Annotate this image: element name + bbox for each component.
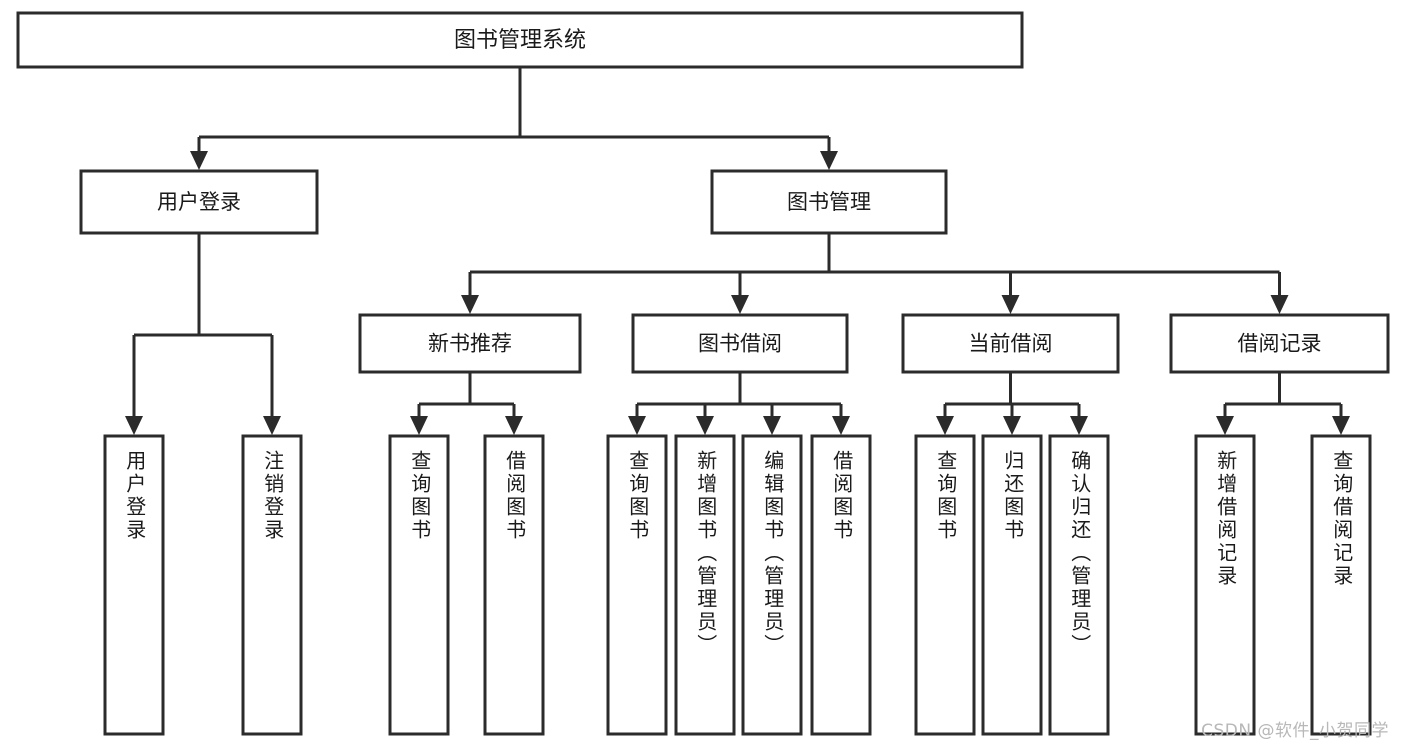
arrow-head-icon [696, 416, 714, 435]
node-确认归还管理员[interactable] [1048, 434, 1110, 736]
node-box [388, 434, 450, 736]
connector-layer [125, 67, 1350, 435]
node-label: 新书推荐 [428, 332, 512, 356]
node-label: 借阅记录 [1238, 332, 1322, 356]
node-归还图书[interactable] [981, 434, 1043, 736]
node-查询图书[interactable] [388, 434, 450, 736]
arrow-head-icon [1001, 295, 1020, 314]
arrow-head-icon [263, 416, 281, 435]
node-box [483, 434, 545, 736]
node-当前借阅[interactable]: 当前借阅 [901, 313, 1120, 374]
node-box [914, 434, 976, 736]
node-新增图书管理员[interactable] [674, 434, 736, 736]
node-图书管理系统[interactable]: 图书管理系统 [16, 11, 1024, 69]
node-借阅图书[interactable] [483, 434, 545, 736]
node-box [901, 313, 1120, 374]
node-box [674, 434, 736, 736]
node-新书推荐[interactable]: 新书推荐 [358, 313, 582, 374]
node-box [631, 313, 849, 374]
arrow-head-icon [1332, 416, 1350, 435]
node-新增借阅记录[interactable] [1194, 434, 1256, 736]
node-借阅图书[interactable] [810, 434, 872, 736]
node-借阅记录[interactable]: 借阅记录 [1169, 313, 1390, 374]
node-编辑图书管理员[interactable] [741, 434, 803, 736]
node-注销登录[interactable] [241, 434, 303, 736]
node-label: 图书借阅 [698, 332, 782, 356]
arrow-head-icon [763, 416, 781, 435]
node-box [606, 434, 668, 736]
node-查询图书[interactable] [606, 434, 668, 736]
node-box [16, 11, 1024, 69]
node-box [241, 434, 303, 736]
node-box [103, 434, 165, 736]
arrow-head-icon [936, 416, 954, 435]
node-用户登录[interactable]: 用户登录 [79, 169, 319, 235]
arrow-head-icon [1270, 295, 1289, 314]
node-box [710, 169, 948, 235]
node-label: 图书管理系统 [454, 28, 586, 53]
arrow-head-icon [190, 151, 208, 170]
node-box [741, 434, 803, 736]
node-查询图书[interactable] [914, 434, 976, 736]
arrow-head-icon [461, 295, 479, 314]
node-box [1194, 434, 1256, 736]
arrow-head-icon [820, 151, 838, 170]
arrow-head-icon [628, 416, 646, 435]
node-box [1169, 313, 1390, 374]
arrow-head-icon [410, 416, 428, 435]
arrow-head-icon [1216, 416, 1234, 435]
node-label: 用户登录 [157, 190, 241, 214]
node-box [1310, 434, 1372, 736]
node-box [981, 434, 1043, 736]
arrow-head-icon [125, 416, 143, 435]
node-图书管理[interactable]: 图书管理 [710, 169, 948, 235]
csdn-watermark: CSDN @软件_小贺同学 [1201, 721, 1389, 741]
node-查询借阅记录[interactable] [1310, 434, 1372, 736]
arrow-head-icon [731, 295, 749, 314]
node-box [358, 313, 582, 374]
node-label: 当前借阅 [969, 332, 1053, 356]
node-box [1048, 434, 1110, 736]
arrow-head-icon [505, 416, 523, 435]
node-label: 图书管理 [787, 190, 871, 214]
node-图书借阅[interactable]: 图书借阅 [631, 313, 849, 374]
arrow-head-icon [832, 416, 850, 435]
node-用户登录[interactable] [103, 434, 165, 736]
arrow-head-icon [1070, 416, 1088, 435]
node-box [810, 434, 872, 736]
node-box [79, 169, 319, 235]
arrow-head-icon [1003, 416, 1021, 435]
